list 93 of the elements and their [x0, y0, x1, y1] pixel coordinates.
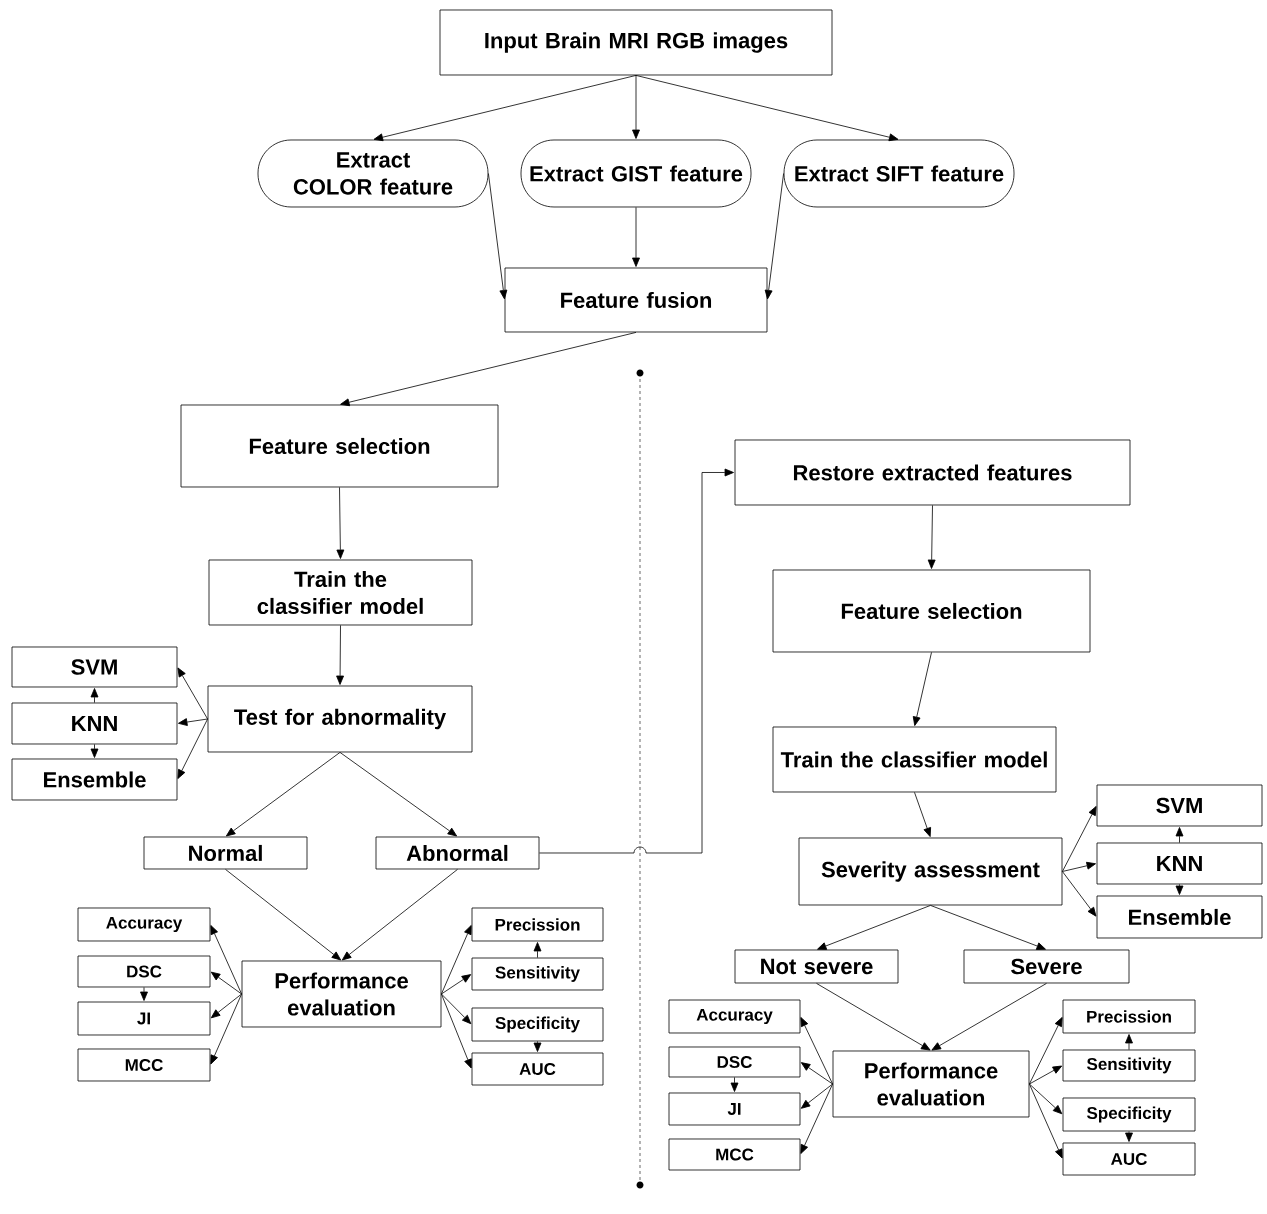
- process-box: Feature selection: [180, 404, 499, 488]
- process-box: Performance evaluation: [241, 960, 442, 1028]
- rounded-box: Extract SIFT feature: [783, 139, 1015, 208]
- process-box: JI: [668, 1092, 801, 1126]
- process-box: Specificity: [1062, 1097, 1196, 1132]
- arrow: [800, 1083, 833, 1109]
- arrow: [177, 718, 208, 779]
- process-box: Precission: [1062, 999, 1196, 1034]
- arrow: [800, 1062, 833, 1085]
- arrow: [340, 332, 637, 407]
- process-box: Not severe: [734, 949, 899, 984]
- arrow: [1029, 1083, 1063, 1115]
- arrow: [177, 667, 208, 720]
- process-box: SVM: [11, 646, 178, 688]
- arrow: [210, 993, 242, 1019]
- process-box: MCC: [77, 1048, 211, 1082]
- arrow: [635, 75, 899, 142]
- arrow: [336, 625, 344, 685]
- arrow: [1029, 1083, 1063, 1159]
- process-box: Severe: [963, 949, 1130, 984]
- process-box: Restore extracted features: [734, 439, 1131, 506]
- arrow: [210, 925, 242, 995]
- arrow: [800, 1017, 833, 1085]
- arrow: [914, 792, 931, 837]
- process-box: Train the classifier model: [772, 726, 1057, 793]
- rounded-box: Extract GIST feature: [520, 139, 752, 208]
- arrow: [533, 1041, 542, 1052]
- arrow: [764, 173, 784, 300]
- process-box: KNN: [11, 702, 178, 745]
- arrow: [931, 983, 1047, 1051]
- process-box: Sensitivity: [1062, 1049, 1196, 1082]
- process-box: Severity assessment: [798, 837, 1063, 906]
- arrow: [533, 942, 542, 958]
- process-box: Sensitivity: [471, 957, 604, 991]
- process-box: Ensemble: [1096, 895, 1263, 939]
- arrow: [341, 869, 458, 961]
- arrow: [336, 487, 345, 559]
- arrow: [210, 971, 242, 995]
- process-box: Feature selection: [772, 569, 1091, 653]
- arrow: [441, 993, 472, 1069]
- process-box: Specificity: [471, 1007, 604, 1042]
- arrow: [927, 505, 936, 569]
- process-box: Feature fusion: [504, 267, 768, 333]
- arrow: [178, 718, 208, 726]
- process-box: JI: [77, 1001, 211, 1036]
- process-box: MCC: [668, 1138, 801, 1171]
- arrow: [1029, 1017, 1063, 1085]
- process-box: Precission: [471, 907, 604, 942]
- arrow: [488, 173, 508, 300]
- process-box: Performance evaluation: [832, 1050, 1030, 1118]
- arrow: [441, 993, 472, 1025]
- process-box: Normal: [143, 836, 308, 870]
- arrow: [816, 983, 931, 1051]
- arrow: [1125, 1131, 1133, 1142]
- arrow: [632, 207, 640, 267]
- arrow: [1062, 861, 1096, 872]
- arrow: [930, 905, 1046, 950]
- arrow: [730, 1077, 739, 1092]
- process-box: Accuracy: [77, 907, 211, 942]
- process-box: Test for abnormality: [207, 685, 473, 753]
- arrow: [225, 752, 341, 837]
- arrow: [90, 744, 99, 758]
- arrow: [800, 1083, 833, 1154]
- arrow: [632, 75, 640, 139]
- process-box: AUC: [471, 1052, 604, 1086]
- arrow: [1062, 806, 1097, 872]
- arrow: [1175, 827, 1184, 843]
- arrow: [90, 688, 99, 703]
- process-box: Train the classifier model: [208, 559, 473, 626]
- arrow: [373, 75, 637, 142]
- process-box: SVM: [1096, 784, 1263, 827]
- arrow: [1029, 1065, 1063, 1085]
- process-box: Input Brain MRI RGB images: [439, 9, 833, 76]
- arrow: [1125, 1034, 1133, 1050]
- arrow: [441, 974, 472, 995]
- arrow: [140, 987, 148, 1001]
- arrow: [225, 869, 342, 961]
- arrow: [817, 905, 931, 950]
- arrow: [441, 925, 472, 995]
- process-box: Abnormal: [375, 836, 540, 870]
- arrow: [539, 468, 734, 854]
- process-box: DSC: [668, 1046, 801, 1078]
- rounded-box: Extract COLOR feature: [257, 139, 489, 208]
- arrow: [912, 652, 932, 726]
- process-box: AUC: [1062, 1142, 1196, 1176]
- process-box: DSC: [77, 955, 211, 988]
- arrow: [210, 993, 242, 1065]
- process-box: KNN: [1096, 842, 1263, 885]
- process-box: Ensemble: [11, 758, 178, 801]
- arrow: [1175, 884, 1184, 895]
- process-box: Accuracy: [668, 999, 801, 1034]
- arrow: [1062, 871, 1097, 917]
- arrow: [339, 752, 458, 837]
